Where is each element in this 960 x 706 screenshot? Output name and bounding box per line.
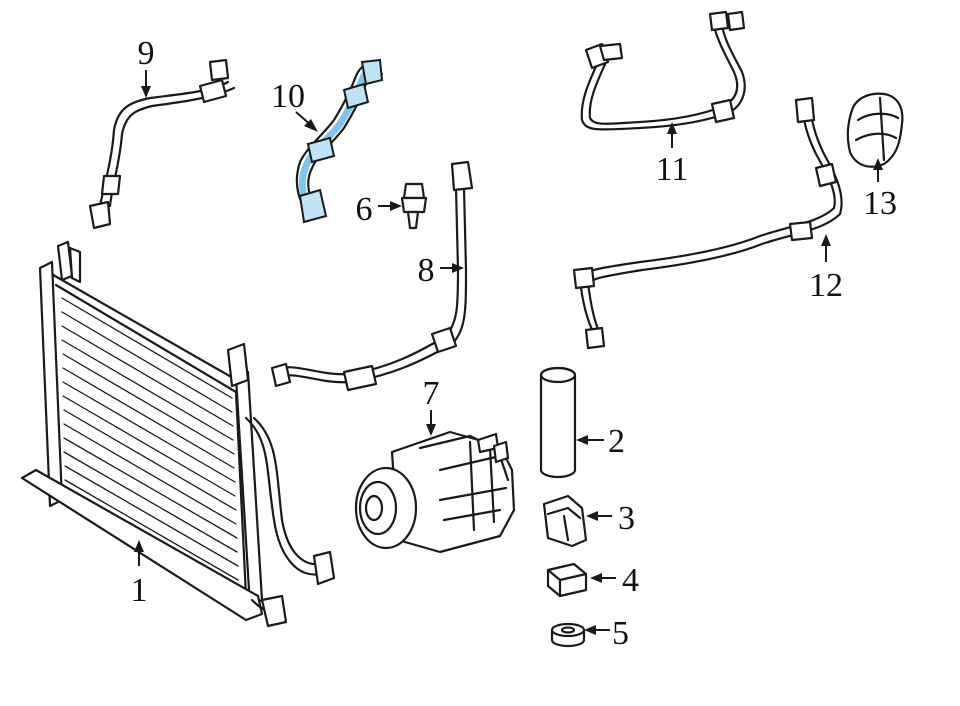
callout-labels: 1 2 3 4 5 6 7 8 9 10 11 12 13	[131, 35, 898, 652]
callout-6: 6	[356, 191, 373, 228]
callout-11: 11	[656, 151, 689, 188]
part-10-hose-highlighted[interactable]	[295, 58, 384, 224]
part-7-compressor[interactable]	[354, 430, 516, 554]
part-6-pressure-switch[interactable]	[400, 182, 428, 230]
callout-2: 2	[608, 423, 625, 460]
callout-13: 13	[863, 185, 897, 222]
part-1-condenser[interactable]	[20, 240, 336, 628]
callout-8: 8	[418, 252, 435, 289]
part-11-hose[interactable]	[580, 10, 746, 131]
callout-4: 4	[622, 562, 639, 599]
callout-arrows	[134, 70, 883, 635]
callout-10: 10	[271, 78, 305, 115]
callout-9: 9	[138, 35, 155, 72]
callout-3: 3	[618, 500, 635, 537]
part-13-cover[interactable]	[846, 92, 904, 168]
part-12-hose[interactable]	[572, 96, 843, 350]
part-3-bracket[interactable]	[542, 494, 588, 548]
part-4-mount[interactable]	[546, 562, 588, 598]
callout-7: 7	[423, 375, 440, 412]
callout-12: 12	[809, 267, 843, 304]
part-5-seal-ring[interactable]	[550, 622, 586, 648]
part-2-receiver-drier[interactable]	[539, 366, 577, 479]
callout-1: 1	[131, 572, 148, 609]
callout-5: 5	[612, 615, 629, 652]
part-8-hose[interactable]	[270, 160, 474, 392]
part-9-hose[interactable]	[88, 58, 236, 230]
